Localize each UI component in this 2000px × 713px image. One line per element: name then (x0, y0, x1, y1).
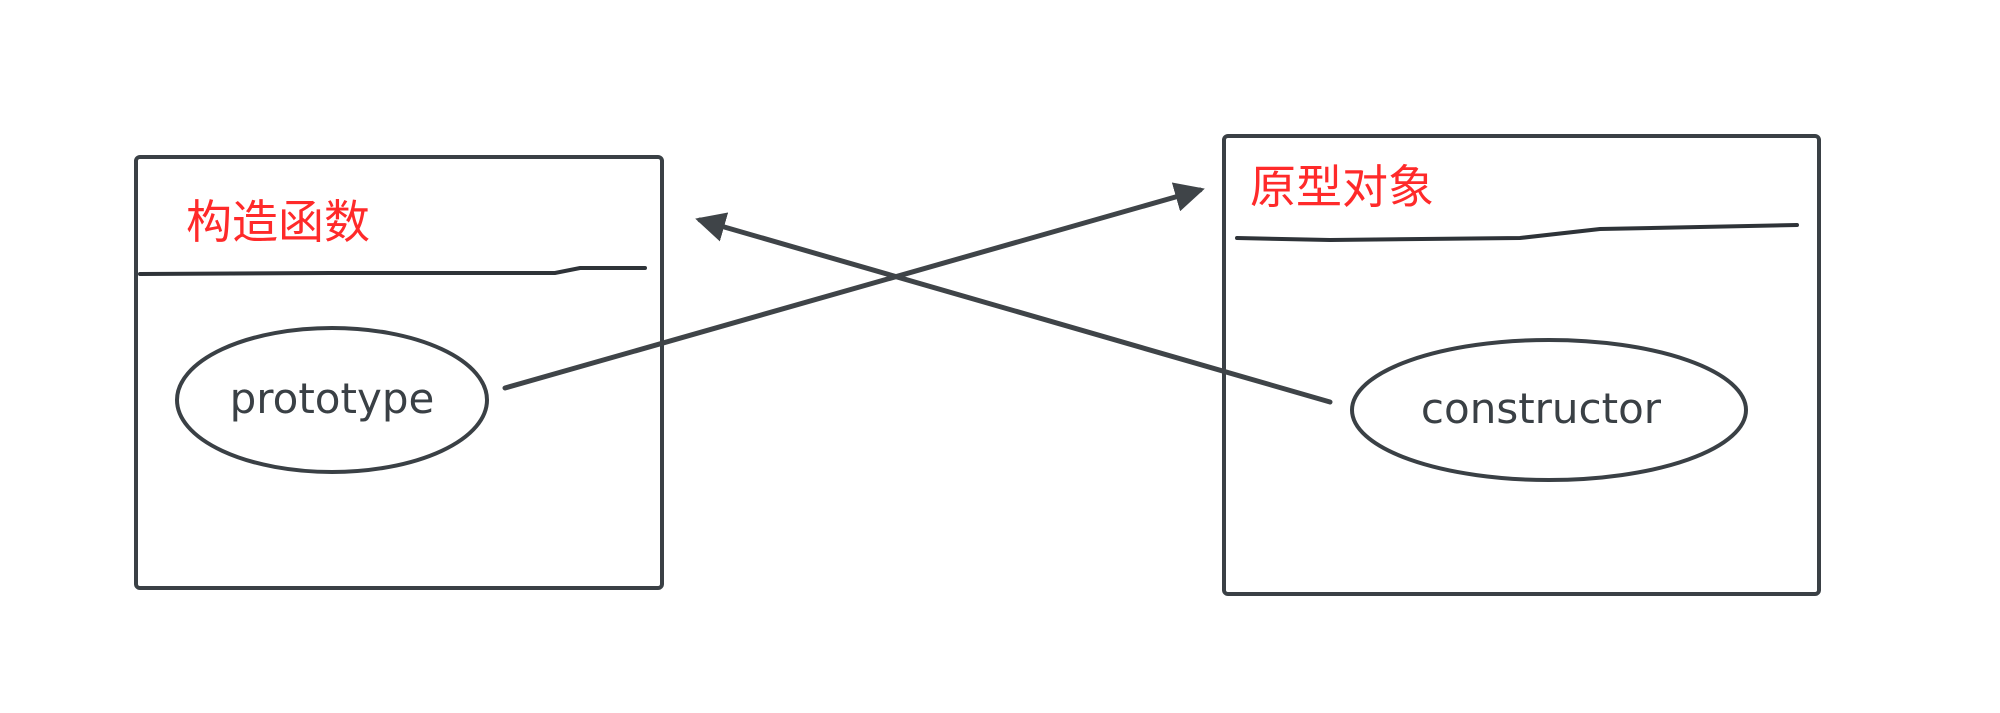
constructor-property-ellipse (1350, 338, 1748, 482)
prototype-object-title: 原型对象 (1250, 160, 1434, 214)
constructor-function-divider (138, 266, 647, 276)
constructor-function-frame (134, 155, 664, 590)
prototype-object-box: 原型对象 constructor (1222, 134, 1821, 596)
constructor-function-title: 构造函数 (186, 195, 370, 249)
prototype-property-ellipse (175, 326, 489, 474)
prototype-object-frame (1222, 134, 1821, 596)
constructor-to-function-arrow (695, 212, 1333, 405)
prototype-to-object-arrow (502, 182, 1205, 391)
prototype-property-label: prototype (230, 374, 435, 423)
prototype-object-divider (1235, 223, 1799, 243)
constructor-function-box: 构造函数 prototype (134, 155, 664, 590)
constructor-property-label: constructor (1421, 384, 1662, 433)
